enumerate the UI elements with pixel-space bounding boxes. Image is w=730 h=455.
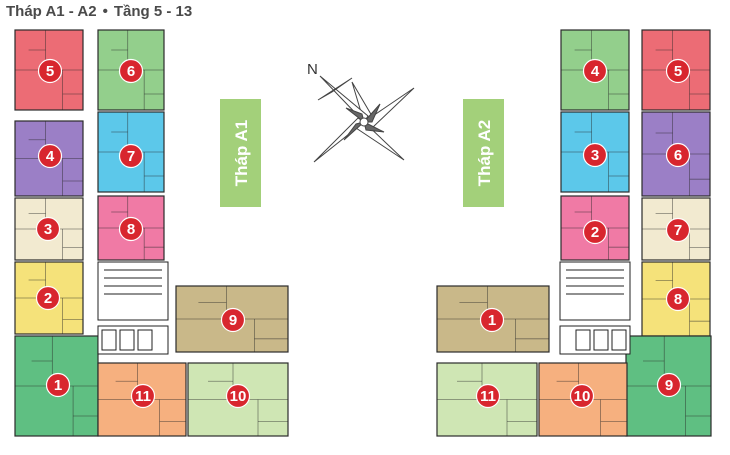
unit-a2-4-marker [582, 58, 608, 84]
unit-a1-8-marker [118, 216, 144, 242]
unit-a2-2-number: 2 [591, 224, 599, 241]
core-a2 [559, 261, 631, 355]
unit-a1-9-marker [220, 307, 246, 333]
unit-a1-8-number: 8 [127, 221, 135, 238]
unit-a1-5-marker [37, 58, 63, 84]
unit-a2-4-number: 4 [591, 63, 600, 80]
unit-a1-1: 1 [14, 335, 99, 437]
unit-a2-10: 10 [538, 362, 628, 437]
unit-a1-10-number: 10 [230, 388, 247, 405]
unit-a2-7: 7 [641, 197, 711, 261]
unit-a1-6-number: 6 [127, 63, 135, 80]
unit-a1-3: 3 [14, 197, 84, 261]
unit-a2-11-number: 11 [480, 388, 496, 405]
unit-a2-9-number: 9 [665, 377, 673, 394]
unit-a2-1-marker [479, 307, 505, 333]
unit-a2-3-number: 3 [591, 147, 599, 164]
unit-a2-7-number: 7 [674, 222, 682, 239]
unit-a1-10-marker [225, 383, 251, 409]
title-floors: Tầng 5 - 13 [113, 3, 193, 20]
unit-a2-3: 3 [560, 111, 630, 193]
unit-a1-2-marker [35, 285, 61, 311]
unit-a1-2: 2 [14, 261, 84, 335]
tower-label-a2: Tháp A2 [463, 99, 504, 207]
unit-a2-5-number: 5 [674, 63, 682, 80]
unit-a2-9: 9 [625, 335, 712, 437]
unit-a1-5: 5 [14, 29, 84, 111]
unit-a1-7-number: 7 [127, 148, 135, 165]
unit-a2-11-marker [475, 383, 501, 409]
unit-a2-8-number: 8 [674, 291, 682, 308]
unit-a2-10-number: 10 [574, 388, 591, 405]
unit-a2-3-marker [582, 142, 608, 168]
unit-a1-11-marker [130, 383, 156, 409]
unit-a1-5-number: 5 [46, 63, 54, 80]
unit-a2-5: 5 [641, 29, 711, 111]
unit-a1-9: 9 [175, 285, 289, 353]
unit-a2-2-marker [582, 219, 608, 245]
unit-a1-1-marker [45, 372, 71, 398]
title-towers: Tháp A1 - A2 [6, 3, 97, 20]
tower-label-a2-text: Tháp A2 [475, 120, 494, 186]
unit-a1-1-number: 1 [54, 377, 62, 394]
unit-a2-1-number: 1 [488, 312, 496, 329]
unit-a2-1: 1 [436, 285, 550, 353]
unit-a1-3-number: 3 [44, 221, 52, 238]
unit-a1-4-marker [37, 143, 63, 169]
unit-a2-7-marker [665, 217, 691, 243]
unit-a2-5-marker [665, 58, 691, 84]
unit-a2-10-marker [569, 383, 595, 409]
unit-a2-8-marker [665, 286, 691, 312]
unit-a1-10: 10 [187, 362, 289, 437]
unit-a1-6: 6 [97, 29, 165, 111]
page-title: Tháp A1 - A2 • Tầng 5 - 13 [6, 3, 192, 20]
unit-a2-6: 6 [641, 111, 711, 197]
unit-a2-11: 11 [436, 362, 538, 437]
unit-a1-7: 7 [97, 111, 165, 193]
tower-label-a1: Tháp A1 [220, 99, 261, 207]
unit-a1-8: 8 [97, 195, 165, 261]
unit-a2-8: 8 [641, 261, 711, 337]
unit-a1-6-marker [118, 58, 144, 84]
core-a1 [97, 261, 169, 355]
compass-north-label: N [307, 61, 318, 78]
unit-a1-4: 4 [14, 120, 84, 197]
unit-a1-9-number: 9 [229, 312, 237, 329]
title-separator: • [102, 3, 108, 20]
unit-a2-6-marker [665, 142, 691, 168]
unit-a2-9-marker [656, 372, 682, 398]
unit-a1-3-marker [35, 216, 61, 242]
unit-a2-2: 2 [560, 195, 630, 261]
unit-a1-7-marker [118, 143, 144, 169]
unit-a1-2-number: 2 [44, 290, 52, 307]
compass-rose-icon [313, 75, 415, 163]
unit-a1-11-number: 11 [135, 388, 151, 405]
unit-a1-4-number: 4 [46, 148, 55, 165]
unit-a1-11: 11 [97, 362, 187, 437]
unit-a2-6-number: 6 [674, 147, 682, 164]
tower-label-a1-text: Tháp A1 [232, 120, 251, 186]
unit-a2-4: 4 [560, 29, 630, 111]
